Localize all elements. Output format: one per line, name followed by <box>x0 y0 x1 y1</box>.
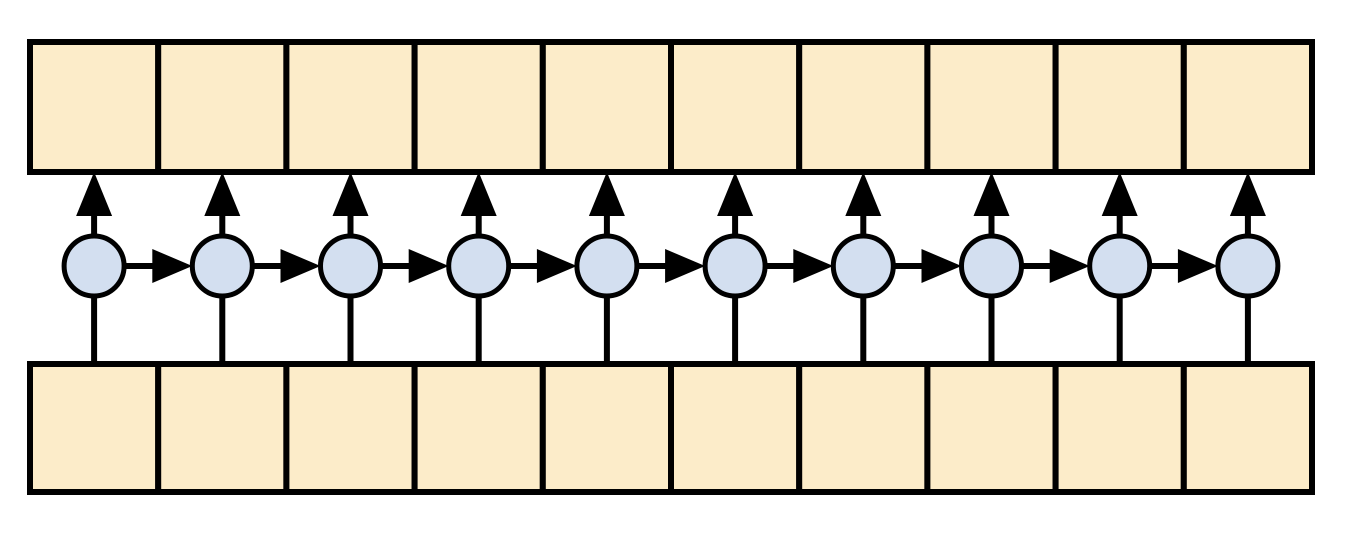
output-cell[interactable] <box>668 39 803 175</box>
recurrent-unit[interactable] <box>959 233 1024 299</box>
output-arrow-head-icon <box>332 172 369 216</box>
output-cell[interactable] <box>155 39 290 175</box>
output-cell[interactable] <box>924 39 1059 175</box>
output-cell[interactable] <box>796 39 931 175</box>
recurrent-arrow-head-icon <box>1177 249 1218 283</box>
input-cell[interactable] <box>796 361 931 495</box>
output-arrow-head-icon <box>845 172 882 216</box>
output-arrow-head-icon <box>460 172 497 216</box>
recurrent-arrow-head-icon <box>665 249 706 283</box>
recurrent-unit-row <box>61 233 1281 299</box>
recurrent-unit[interactable] <box>61 233 127 299</box>
output-arrow-head-icon <box>717 172 754 216</box>
recurrent-unit[interactable] <box>446 233 512 299</box>
input-cell[interactable] <box>155 361 290 495</box>
recurrent-arrow-head-icon <box>921 249 962 283</box>
output-sequence-row <box>27 39 1316 175</box>
recurrent-unit[interactable] <box>702 233 768 299</box>
output-cell[interactable] <box>1180 39 1316 175</box>
output-cell[interactable] <box>539 39 674 175</box>
recurrent-arrow-head-icon <box>408 249 449 283</box>
output-arrow-head-icon <box>1101 172 1138 216</box>
unit-to-unit-edges <box>124 249 1218 283</box>
recurrent-unit[interactable] <box>574 233 640 299</box>
output-cell[interactable] <box>283 39 418 175</box>
recurrent-arrow-head-icon <box>152 249 193 283</box>
output-cell[interactable] <box>27 39 162 175</box>
output-arrow-head-icon <box>973 172 1010 216</box>
output-arrow-head-icon <box>588 172 625 216</box>
recurrent-arrow-head-icon <box>536 249 577 283</box>
recurrent-arrow-head-icon <box>280 249 321 283</box>
output-arrow-head-icon <box>204 172 241 216</box>
unit-to-output-edges <box>76 172 1266 236</box>
input-cell[interactable] <box>1052 361 1187 495</box>
input-cell[interactable] <box>924 361 1059 495</box>
input-cell[interactable] <box>27 361 162 495</box>
recurrent-arrow-head-icon <box>793 249 834 283</box>
output-cell[interactable] <box>1052 39 1187 175</box>
input-to-unit-edges <box>91 266 1251 364</box>
recurrent-arrow-head-icon <box>1049 249 1090 283</box>
input-cell[interactable] <box>411 361 546 495</box>
input-cell[interactable] <box>668 361 803 495</box>
output-arrow-head-icon <box>1229 172 1266 216</box>
recurrent-unit[interactable] <box>1215 233 1281 299</box>
output-cell[interactable] <box>411 39 546 175</box>
input-sequence-row <box>27 361 1316 495</box>
input-cell[interactable] <box>1180 361 1316 495</box>
output-arrow-head-icon <box>76 172 113 216</box>
recurrent-unit[interactable] <box>318 233 383 299</box>
recurrent-unit[interactable] <box>830 233 896 299</box>
recurrent-unit[interactable] <box>1087 233 1153 299</box>
input-cell[interactable] <box>283 361 418 495</box>
input-cell[interactable] <box>539 361 674 495</box>
recurrent-unit[interactable] <box>189 233 255 299</box>
